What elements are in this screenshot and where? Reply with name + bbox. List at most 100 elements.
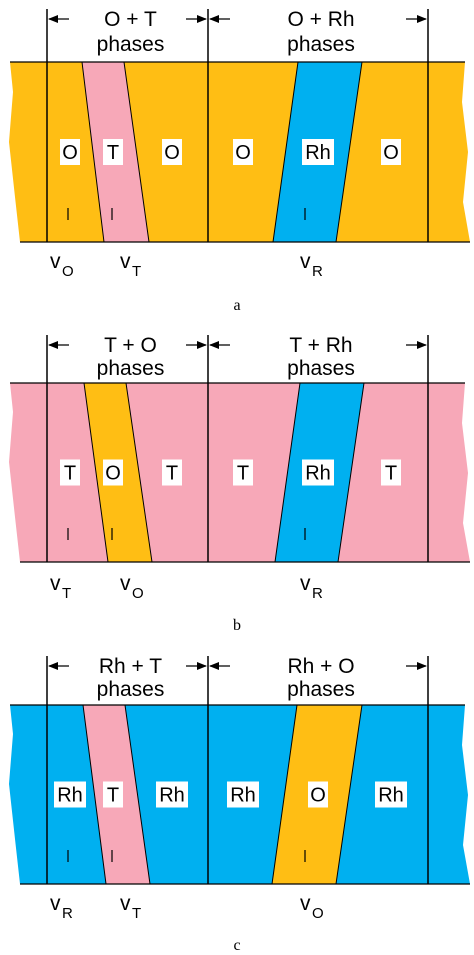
phase-label: Rh (54, 781, 86, 808)
phase-label-box (103, 781, 123, 808)
phase-label: T (381, 459, 401, 486)
velocity-symbol: v (300, 250, 311, 273)
phase-label: T (103, 139, 123, 165)
left-header-title: Rh + T (99, 655, 162, 678)
phase-label: Rh (302, 459, 334, 486)
phase-label-box (381, 459, 401, 486)
right-header-title: O + Rh (287, 8, 354, 31)
arrow-head (48, 15, 58, 23)
velocity-symbol: v (50, 892, 61, 915)
velocity-symbol: v (120, 250, 131, 273)
velocity-symbol: v (120, 572, 131, 595)
phase-label-text: O (62, 142, 78, 164)
left-header-title: T + O (104, 334, 157, 357)
arrow-head (197, 341, 207, 349)
phase-label-box (227, 781, 259, 808)
left-header-title: O + T (104, 8, 157, 31)
phase-label-text: T (385, 463, 397, 485)
phase-label-text: Rh (305, 463, 331, 485)
phase-label-box (302, 139, 334, 165)
phase-label: T (60, 459, 80, 486)
phase-label-text: O (310, 785, 326, 807)
velocity-subscript: O (312, 905, 324, 922)
arrow-head (209, 15, 219, 23)
panel-caption: b (233, 617, 241, 634)
phase-label-box (233, 139, 253, 165)
right-header-subtitle: phases (287, 33, 355, 56)
phase-label: O (103, 459, 123, 486)
phase-label-box (60, 459, 80, 486)
phase-label-box (233, 459, 253, 486)
phase-label-text: T (107, 142, 119, 164)
phase-label-box (381, 139, 401, 165)
arrow-head (209, 662, 219, 670)
phase-label: O (162, 139, 182, 165)
velocity-symbol: v (120, 892, 131, 915)
arrow-head (209, 341, 219, 349)
right-header-title: T + Rh (289, 334, 352, 357)
right-header-subtitle: phases (287, 678, 355, 701)
panel-caption: c (233, 937, 240, 954)
phase-label-text: T (237, 463, 249, 485)
phase-label: O (233, 139, 253, 165)
phase-label-text: Rh (57, 785, 83, 807)
arrow-head (48, 341, 58, 349)
arrow-head (197, 662, 207, 670)
phase-label-box (308, 781, 328, 808)
phase-label-text: Rh (305, 142, 331, 164)
velocity-subscript: O (62, 263, 74, 280)
phase-label-box (103, 139, 123, 165)
phase-label-box (162, 139, 182, 165)
velocity-subscript: R (312, 263, 323, 280)
arrow-head (48, 662, 58, 670)
phase-label-text: O (105, 463, 121, 485)
phase-label: Rh (156, 781, 188, 808)
phase-label-box (375, 781, 407, 808)
left-header-subtitle: phases (97, 357, 165, 380)
phase-label: O (381, 139, 401, 165)
phase-label-box (54, 781, 86, 808)
phase-label-text: O (164, 142, 180, 164)
velocity-subscript: T (132, 905, 141, 922)
velocity-symbol: v (300, 892, 311, 915)
phase-label-box (156, 781, 188, 808)
right-header-title: Rh + O (287, 655, 354, 678)
phase-label-box (302, 459, 334, 486)
left-header-subtitle: phases (97, 33, 165, 56)
phase-label-text: T (64, 463, 76, 485)
arrow-head (417, 15, 427, 23)
arrow-head (417, 341, 427, 349)
phase-label: Rh (302, 139, 334, 165)
phase-label: Rh (375, 781, 407, 808)
velocity-subscript: T (62, 585, 71, 602)
left-header-subtitle: phases (97, 678, 165, 701)
velocity-symbol: v (300, 572, 311, 595)
arrow-head (417, 662, 427, 670)
phase-label: T (162, 459, 182, 486)
right-header-subtitle: phases (287, 357, 355, 380)
arrow-head (197, 15, 207, 23)
velocity-symbol: v (50, 572, 61, 595)
phase-label-text: O (383, 142, 399, 164)
panel-caption: a (233, 297, 240, 314)
velocity-subscript: O (132, 585, 144, 602)
phase-label-text: Rh (378, 785, 404, 807)
phase-label-text: T (107, 785, 119, 807)
velocity-subscript: T (132, 263, 141, 280)
phase-label-text: Rh (230, 785, 256, 807)
velocity-subscript: R (62, 905, 73, 922)
phase-label-text: O (235, 142, 251, 164)
